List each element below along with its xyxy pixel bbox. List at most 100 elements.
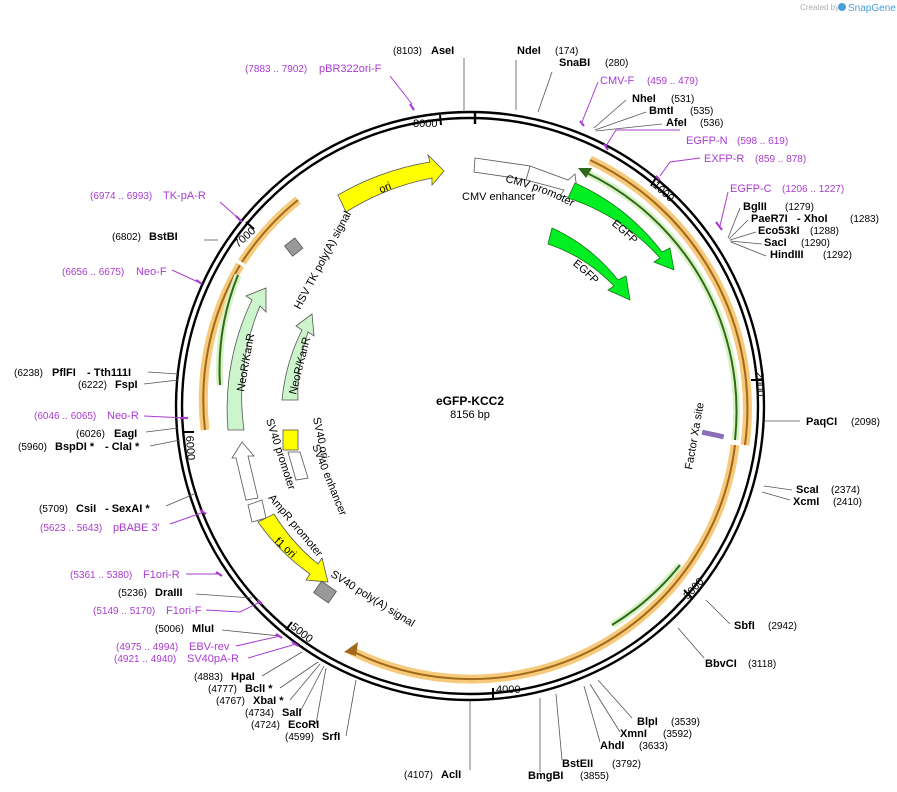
primer-labels: (7883 .. 7902) pBR322ori-F CMV-F (459 ..… (34, 63, 844, 665)
enzyme-scai[interactable]: ScaI (796, 484, 819, 496)
enzyme-srfi-pos: (4599) (285, 732, 314, 743)
enzyme-saci[interactable]: SacI (764, 237, 787, 249)
enzyme-bbvci[interactable]: BbvCI (705, 658, 737, 670)
enzyme-acli[interactable]: AclI (441, 769, 461, 781)
primer-mark-9 (199, 509, 207, 515)
enzyme-sali[interactable]: SalI (282, 707, 302, 719)
primer-mark-5 (715, 221, 723, 231)
feature-hsv-tk-polya (284, 237, 304, 257)
enzyme-eco53ki-pos: (1288) (810, 226, 839, 237)
enzyme-tth111i[interactable]: - Tth111I (87, 367, 131, 379)
enzyme-nhei-pos: (531) (671, 94, 694, 105)
feature-factor-xa-label: Factor Xa site (683, 402, 707, 471)
leader-xbai (289, 663, 321, 701)
primer-egfp-n[interactable]: EGFP-N (686, 135, 728, 147)
feature-ampr-promoter (247, 499, 267, 523)
primer-leader-f1ori-f (205, 601, 261, 613)
leader-srfi (345, 679, 357, 737)
leader-paer7i (728, 219, 749, 240)
enzyme-bmgbi[interactable]: BmgBI (528, 770, 563, 782)
enzyme-fspi[interactable]: FspI (115, 379, 138, 391)
enzyme-bstbi[interactable]: BstBI (149, 231, 178, 243)
leader-eagi (145, 427, 179, 433)
enzyme-csii-pos: (5709) (39, 504, 68, 515)
primer-mark-13 (291, 641, 299, 647)
enzyme-eagi[interactable]: EagI (114, 428, 137, 440)
enzyme-clai[interactable]: - ClaI * (105, 441, 140, 453)
snapgene-logo-icon (838, 3, 846, 11)
primer-tk-pa-r-range: (6974 .. 6993) (90, 191, 152, 202)
primer-leader-neo-r (143, 415, 187, 419)
enzyme-blpi[interactable]: BlpI (637, 716, 658, 728)
enzyme-bsteii[interactable]: BstEII (562, 758, 593, 770)
enzyme-asei[interactable]: AseI (431, 45, 454, 57)
primer-pbr322ori-f[interactable]: pBR322ori-F (319, 63, 382, 75)
orf-bottom-arrowhead (344, 642, 358, 656)
leader-snabi (537, 71, 553, 113)
enzyme-bsteii-pos: (3792) (612, 759, 641, 770)
enzyme-afei[interactable]: AfeI (666, 117, 687, 129)
leader-bcli (279, 661, 319, 689)
enzyme-paer7i[interactable]: PaeR7I (751, 213, 788, 225)
enzyme-sbfi[interactable]: SbfI (734, 620, 755, 632)
primer-f1ori-r[interactable]: F1ori-R (143, 569, 180, 581)
enzyme-bcli[interactable]: BclI * (245, 683, 273, 695)
primer-mark-3 (603, 143, 609, 151)
feature-f1-ori (257, 513, 329, 583)
primer-neo-f[interactable]: Neo-F (136, 266, 167, 278)
enzyme-bmti[interactable]: BmtI (649, 105, 673, 117)
tick-8000 (439, 114, 442, 126)
enzyme-sexai[interactable]: - SexAI * (105, 503, 150, 515)
enzyme-xbai[interactable]: XbaI * (253, 695, 284, 707)
enzyme-bglii[interactable]: BglII (743, 201, 767, 213)
leader-xcmi (761, 491, 791, 501)
primer-pbabe3[interactable]: pBABE 3' (113, 522, 160, 534)
primer-f1ori-r-range: (5361 .. 5380) (70, 570, 132, 581)
enzyme-snabi[interactable]: SnaBI (559, 57, 590, 69)
enzyme-mlui[interactable]: MluI (192, 623, 214, 635)
enzyme-bstbi-pos: (6802) (112, 232, 141, 243)
enzyme-bspdi[interactable]: BspDI * (55, 441, 95, 453)
primer-exfp-r[interactable]: EXFP-R (704, 153, 744, 165)
feature-sv40-polya-label: SV40 poly(A) signal (328, 568, 416, 629)
enzyme-pflfi[interactable]: PflFI (52, 367, 76, 379)
orf-arc-upperleft-line (241, 199, 299, 263)
enzyme-xhoi[interactable]: - XhoI (797, 213, 828, 225)
backbone-inner-strand (180, 116, 760, 696)
enzyme-bmgbi-pos: (3855) (580, 771, 609, 782)
enzyme-hindiii[interactable]: HindIII (770, 249, 804, 261)
enzyme-csii[interactable]: CsiI (76, 503, 96, 515)
primer-cmv-f[interactable]: CMV-F (600, 75, 635, 87)
primer-tk-pa-r[interactable]: TK-pA-R (163, 190, 206, 202)
enzyme-ndei[interactable]: NdeI (517, 45, 541, 57)
enzyme-eco53ki[interactable]: Eco53kI (758, 225, 800, 237)
leader-afei (595, 123, 663, 132)
enzyme-ecori[interactable]: EcoRI (288, 719, 319, 731)
tick-3000 (683, 589, 693, 599)
primer-marks (180, 103, 723, 647)
enzyme-paqci[interactable]: PaqCI (806, 416, 837, 428)
feature-neor-kanr-2 (281, 313, 315, 401)
primer-sv40pa-r[interactable]: SV40pA-R (187, 653, 239, 665)
enzyme-nhei[interactable]: NheI (632, 93, 656, 105)
feature-sv40-promoter (231, 441, 259, 501)
leader-eco53ki (729, 231, 757, 241)
leader-pflfi (147, 371, 179, 375)
primer-leader-cmv-f (581, 81, 599, 123)
primer-neo-r[interactable]: Neo-R (107, 410, 139, 422)
enzyme-srfi[interactable]: SrfI (322, 731, 340, 743)
enzyme-xmni[interactable]: XmnI (620, 728, 647, 740)
primer-ebv-rev[interactable]: EBV-rev (189, 641, 230, 653)
primer-f1ori-f[interactable]: F1ori-F (166, 605, 202, 617)
tick-5000 (285, 621, 293, 631)
primer-leader-egfp-n (605, 129, 680, 147)
orf-arc-right-inner-line (584, 171, 738, 441)
enzyme-draiii[interactable]: DraIII (155, 587, 183, 599)
primer-egfp-c[interactable]: EGFP-C (730, 183, 772, 195)
enzyme-ndei-pos: (174) (555, 46, 578, 57)
enzyme-asei-pos: (8103) (393, 46, 422, 57)
enzyme-ahdi[interactable]: AhdI (600, 740, 624, 752)
enzyme-hpai[interactable]: HpaI (231, 671, 255, 683)
enzyme-xcmi[interactable]: XcmI (793, 496, 819, 508)
enzyme-fspi-pos: (6222) (78, 380, 107, 391)
